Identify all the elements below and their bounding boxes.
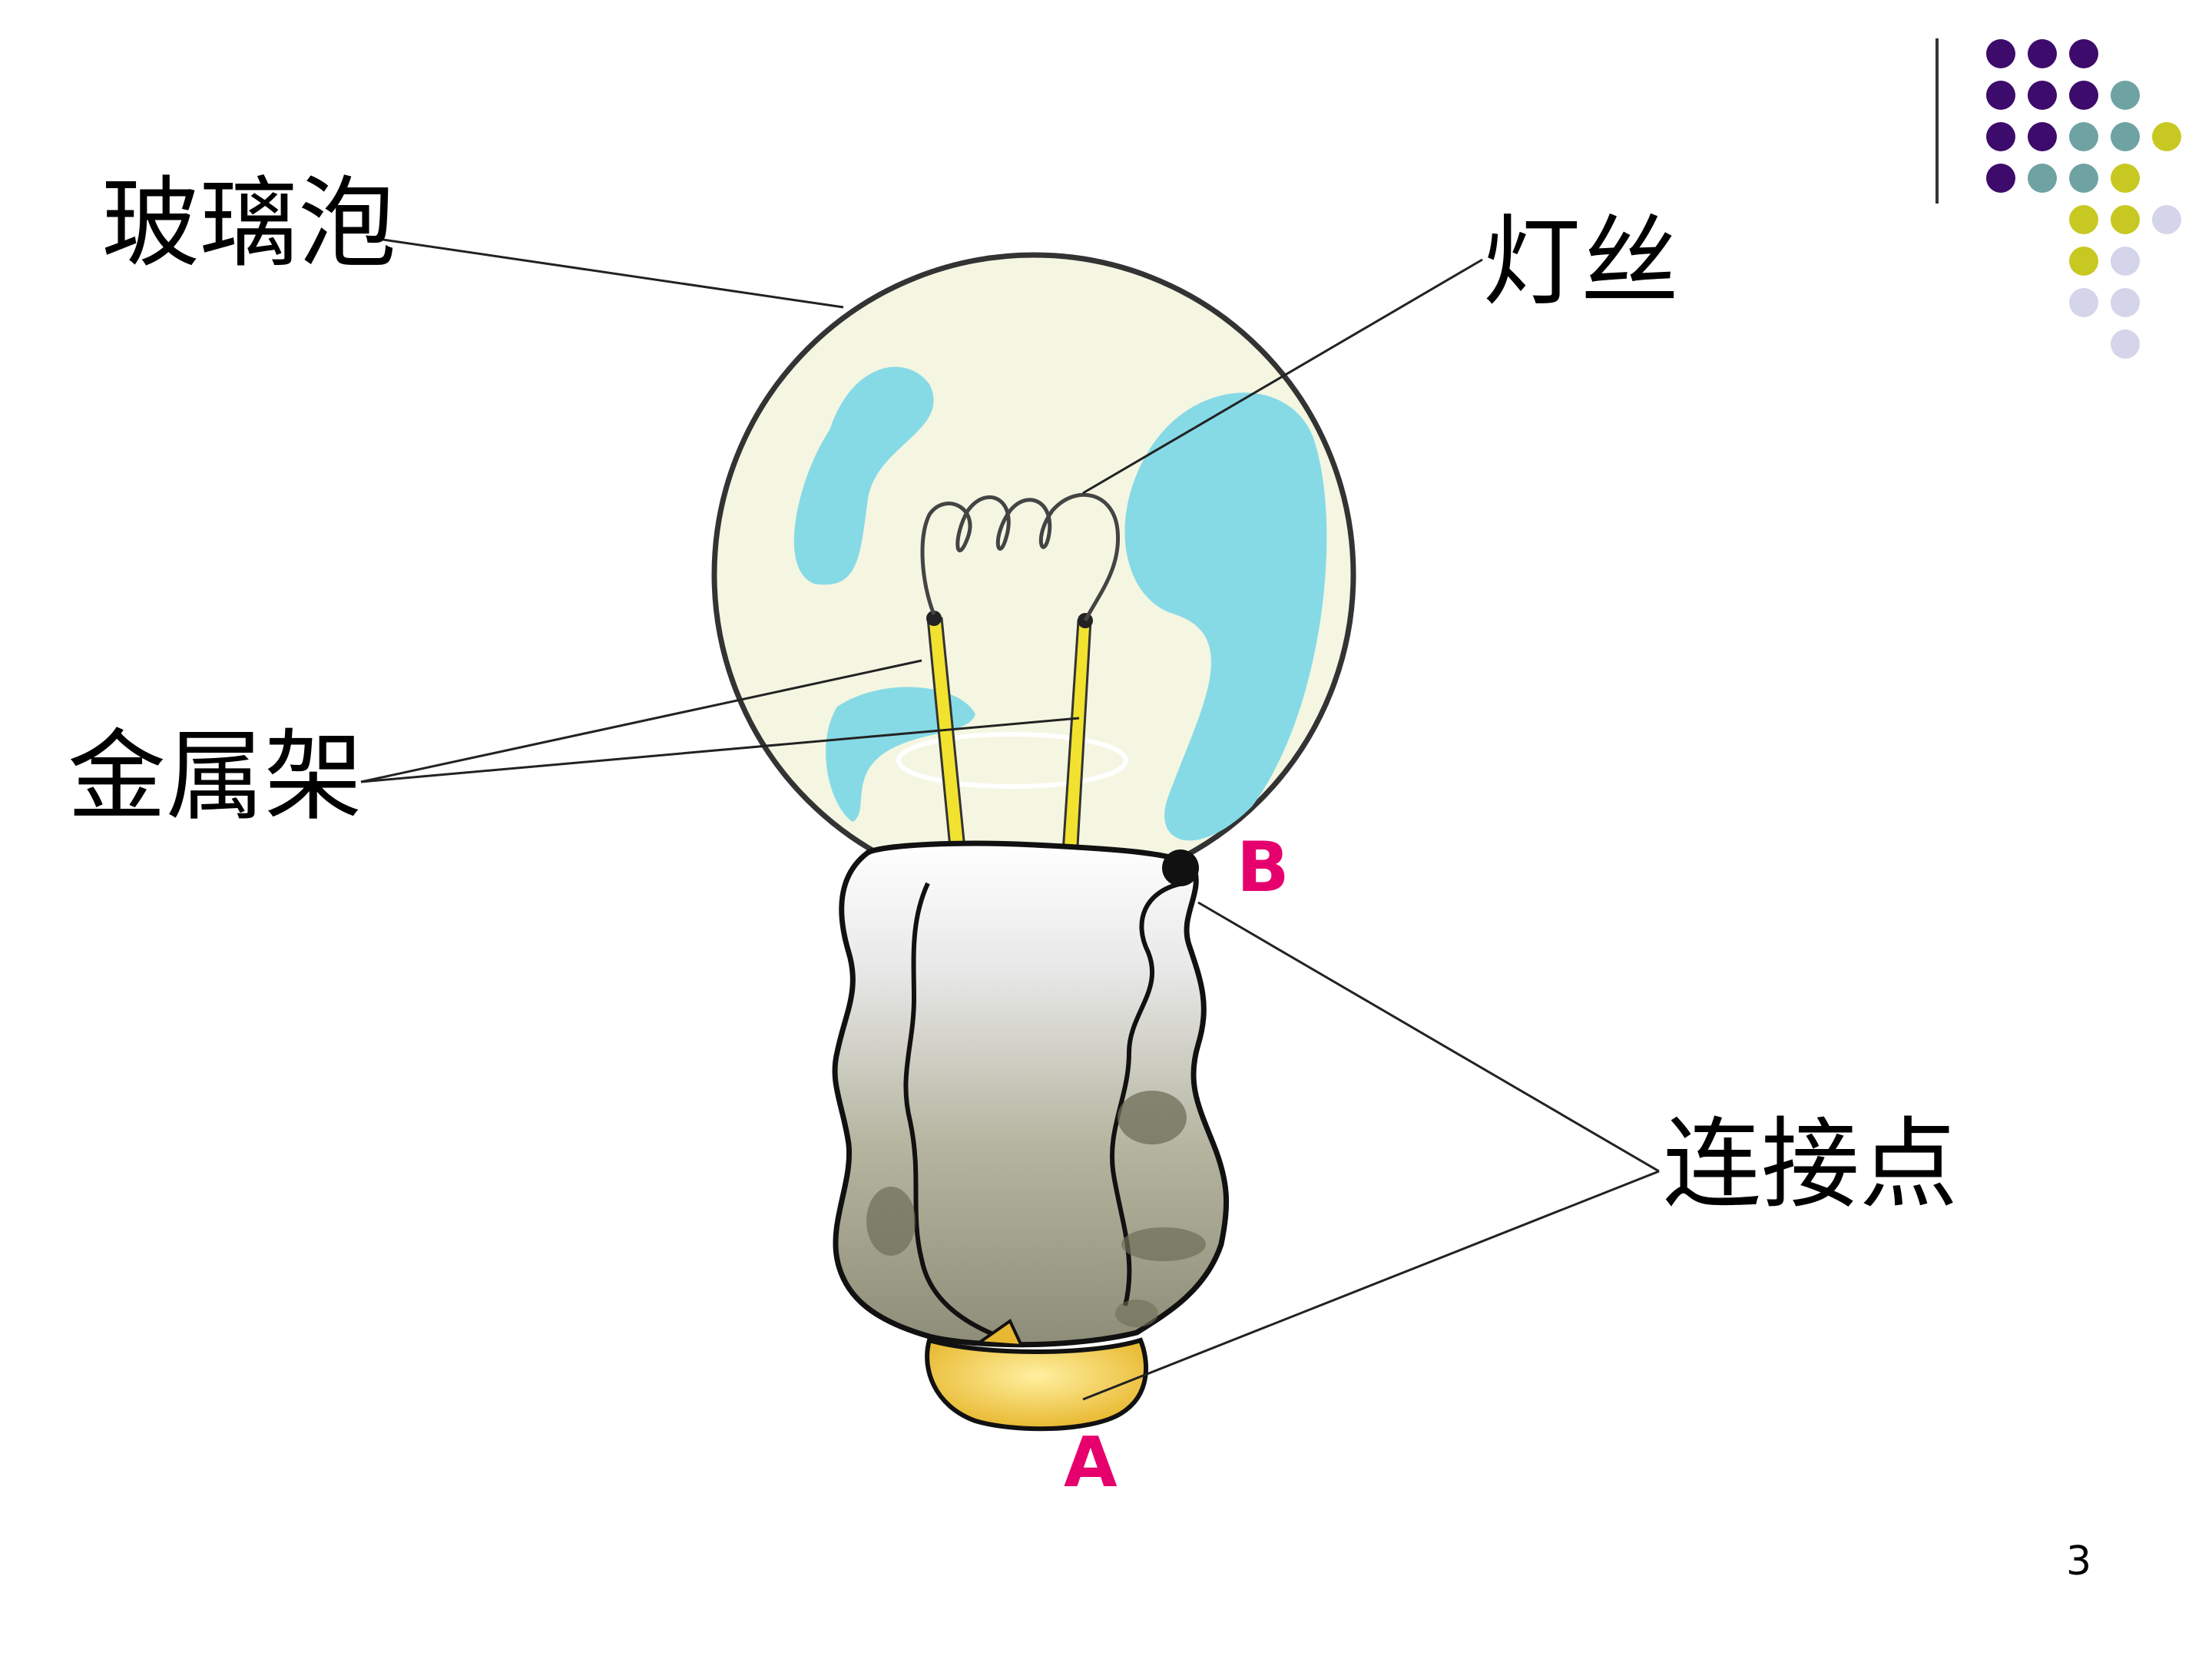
label-metal-frame: 金属架: [68, 720, 363, 834]
decorative-dot: [2069, 39, 2098, 68]
base-shadow-4: [1115, 1300, 1158, 1327]
decorative-dot: [2111, 288, 2140, 317]
page-number: 3: [2066, 1538, 2091, 1584]
decorative-dot: [2069, 205, 2098, 234]
label-point-a: A: [1064, 1422, 1118, 1503]
decorative-dot: [2069, 247, 2098, 276]
screw-thread-inner-left: [903, 882, 1000, 1339]
base-tip-notch: [975, 1318, 1025, 1348]
leader-filament: [1082, 258, 1483, 495]
decorative-dot: [2028, 39, 2057, 68]
decorative-dot: [2152, 205, 2181, 234]
light-bulb-illustration: [711, 252, 1356, 1432]
leader-lines: [360, 237, 1660, 1401]
decorative-dot: [2111, 122, 2140, 151]
base-tip-contact: [925, 1337, 1149, 1432]
filament-coil: [920, 492, 1121, 622]
decorative-dot: [2069, 122, 2098, 151]
decorative-dot: [2111, 81, 2140, 110]
screw-thread-inner-right: [1109, 881, 1184, 1306]
decorative-dot: [2069, 288, 2098, 317]
decorative-dot: [2028, 81, 2057, 110]
decorative-dot: [2069, 81, 2098, 110]
decorative-dot: [2028, 122, 2057, 151]
label-filament: 灯丝: [1482, 205, 1679, 320]
glass-inner-ring: [896, 732, 1128, 789]
decorative-dot: [1986, 122, 2015, 151]
wire-end-left: [926, 611, 942, 626]
decorative-dot: [1986, 81, 2015, 110]
decorative-dot: [1986, 39, 2015, 68]
leader-metal-frame-left: [360, 659, 922, 783]
decorative-dot: [1986, 164, 2015, 193]
contact-point-b-dot: [1162, 849, 1199, 886]
glass-highlight-right: [1124, 392, 1327, 841]
decorative-dot: [2111, 329, 2140, 359]
label-glass-bulb: 玻璃泡: [101, 167, 396, 281]
base-shadow-1: [1118, 1091, 1187, 1144]
decorative-dot: [2111, 205, 2140, 234]
label-connection-points: 连接点: [1663, 1108, 1958, 1222]
leader-metal-frame-right: [360, 717, 1080, 783]
glass-highlight-left: [793, 366, 934, 585]
leader-connection-b: [1197, 901, 1660, 1173]
leader-connection-a: [1082, 1170, 1660, 1401]
decorative-dot: [2028, 164, 2057, 193]
leader-glass-bulb: [372, 237, 844, 309]
base-shadow-2: [1121, 1227, 1206, 1261]
label-point-b: B: [1237, 827, 1290, 908]
decorative-dot: [2152, 122, 2181, 151]
decorative-dot: [2111, 164, 2140, 193]
decorative-dot: [2069, 164, 2098, 193]
base-shadow-3: [866, 1187, 916, 1256]
decorative-dot: [2111, 247, 2140, 276]
decorative-dot-grid: [1986, 39, 2181, 359]
